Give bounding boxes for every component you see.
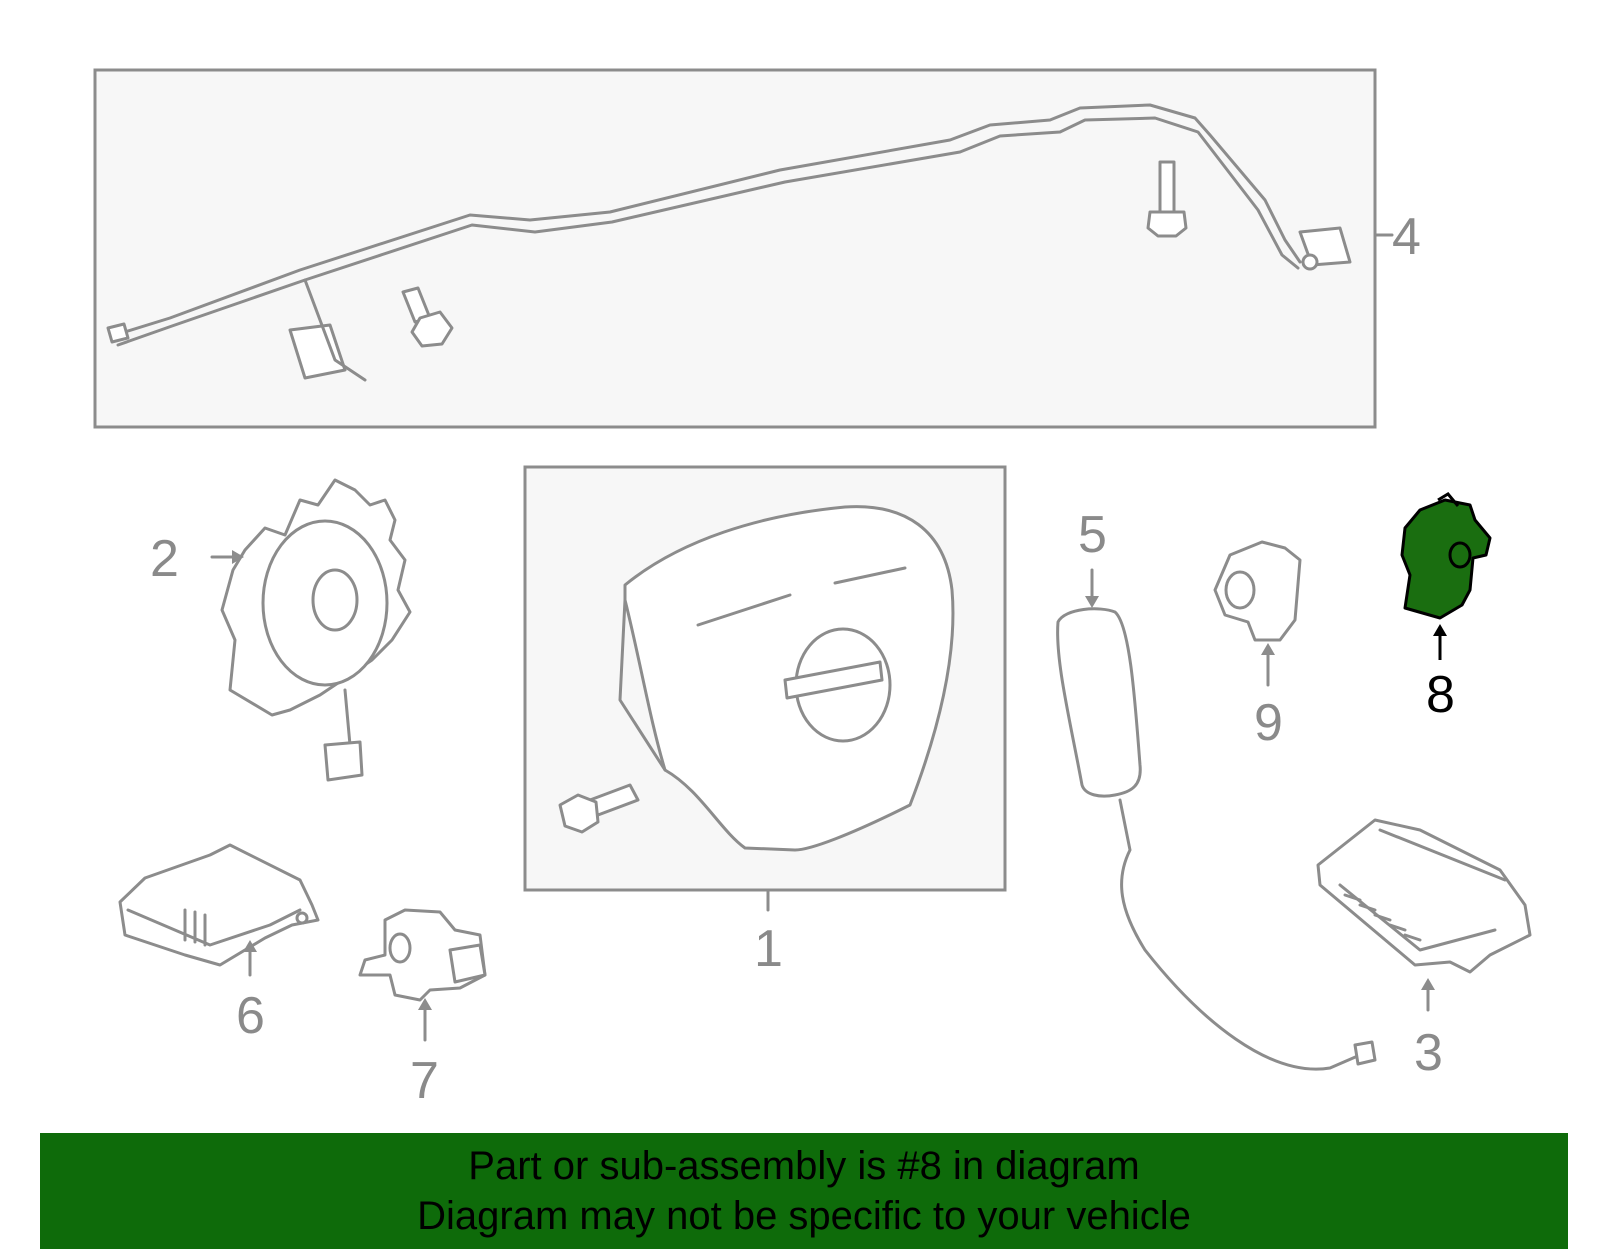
part-2-center-hole — [311, 568, 359, 632]
part-4-mount-bracket — [288, 323, 347, 380]
callout-2: 2 — [150, 530, 179, 588]
callout-5: 5 — [1078, 506, 1107, 564]
part-4-frame — [93, 68, 1377, 429]
part-6-edge — [126, 908, 302, 947]
callout-3: 3 — [1414, 1024, 1443, 1082]
part-9-arrowhead — [1261, 643, 1275, 655]
callout-1: 1 — [754, 920, 783, 978]
part-7-connector — [448, 943, 487, 984]
part-6-control-module-group: 6 — [118, 843, 320, 1045]
part-2-arrowhead — [232, 550, 244, 564]
part-7-arrowhead — [418, 998, 432, 1010]
part-7-impact-sensor-group: 7 — [358, 908, 487, 1110]
part-8-highlighted-sensor[interactable] — [1400, 498, 1492, 620]
part-7-lens — [388, 932, 412, 964]
part-5-connector — [1353, 1040, 1377, 1066]
part-4-bolt-right — [1146, 160, 1188, 238]
part-1-bolt — [558, 783, 640, 834]
part-4-curtain-airbag[interactable] — [113, 103, 1302, 347]
part-4-connector-left — [106, 322, 130, 344]
part-3-passenger-airbag-group: 3 — [1316, 818, 1532, 1082]
part-3-tabs — [1343, 893, 1422, 942]
part-9-lens — [1224, 570, 1256, 610]
part-4-end-ring — [1301, 253, 1319, 271]
part-6-arrowhead — [243, 940, 257, 952]
callout-6: 6 — [236, 987, 265, 1045]
callout-7: 7 — [410, 1052, 439, 1110]
part-5-arrowhead — [1085, 596, 1099, 608]
part-9-sensor-group: 9 — [1213, 540, 1302, 752]
part-5-airbag-group: 5 — [1056, 506, 1377, 1071]
part-2-wire — [343, 688, 352, 747]
callout-4: 4 — [1392, 208, 1421, 266]
banner-line-2: Diagram may not be specific to your vehi… — [417, 1194, 1191, 1238]
part-8-lens — [1448, 541, 1472, 569]
part-2-connector — [323, 740, 364, 782]
part-1-emblem-bar — [783, 660, 884, 700]
part-8-sensor-group: 8 — [1400, 492, 1492, 724]
part-1-driver-airbag-group: 1 — [523, 465, 1007, 978]
part-1-seams — [696, 566, 907, 627]
part-9-sensor[interactable] — [1213, 540, 1302, 642]
part-2-clock-spring-group: 2 — [150, 478, 412, 782]
part-6-control-module[interactable] — [118, 843, 320, 967]
part-6-mount-hole — [295, 911, 309, 925]
callout-8: 8 — [1426, 666, 1455, 724]
parts-diagram: 4 1 2 6 — [93, 68, 1532, 1110]
info-banner: Part or sub-assembly is #8 in diagram Di… — [40, 1133, 1568, 1249]
part-8-clip — [1437, 492, 1460, 507]
part-5-side-airbag[interactable] — [1056, 607, 1142, 798]
part-5-harness — [1118, 798, 1362, 1071]
part-3-arrowhead — [1421, 978, 1435, 990]
part-4-tether — [303, 278, 367, 382]
part-1-side — [618, 598, 667, 772]
callout-9: 9 — [1254, 694, 1283, 752]
part-8-arrowhead — [1433, 624, 1447, 636]
part-6-pins — [183, 908, 207, 947]
part-4-bolt-left — [401, 286, 454, 348]
banner-line-1: Part or sub-assembly is #8 in diagram — [468, 1144, 1140, 1188]
part-4-curtain-airbag-group: 4 — [93, 68, 1421, 429]
